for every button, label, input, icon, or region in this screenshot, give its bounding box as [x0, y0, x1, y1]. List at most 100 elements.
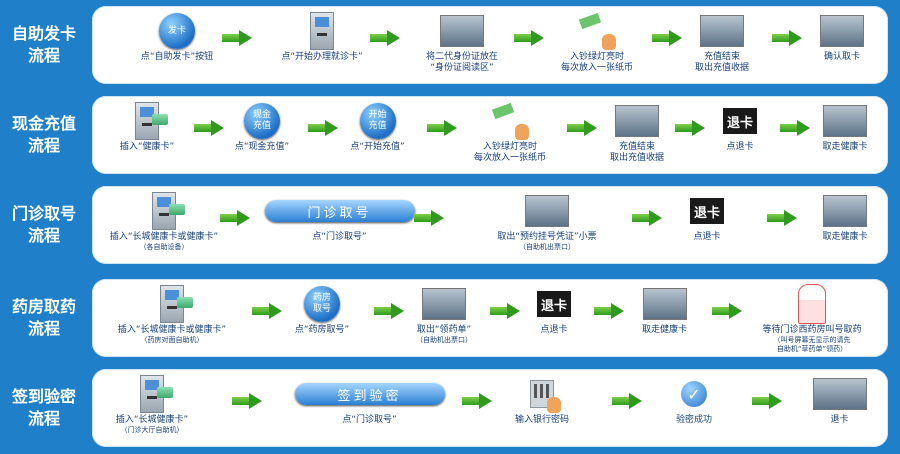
step-caption: 点“药房取号” — [294, 325, 350, 335]
step-caption: 取走健康卡 — [641, 325, 687, 335]
step: 签到验密 点“门诊取号” — [287, 375, 452, 445]
row-outpatient-number: 门诊取号 流程 插入“长城健康卡或健康卡” （各自助设备） 门诊取号 点“门诊取… — [0, 183, 900, 267]
step-caption: 验密成功 — [675, 415, 712, 425]
step-caption: 将二代身份证放在 — [425, 52, 498, 62]
arrow-icon — [222, 30, 252, 46]
health-card-icon — [157, 387, 173, 398]
step: 入钞绿灯亮时 每次放入一张纸币 — [547, 12, 647, 82]
receipt-photo — [700, 15, 744, 47]
step: 开始 充值 点“开始充值” — [340, 102, 415, 172]
step-caption-2: 取出充值收据 — [609, 153, 664, 163]
arrow-icon — [462, 393, 492, 409]
step: 充值结束 取出充值收据 — [597, 102, 677, 172]
start-recharge-button: 开始 充值 — [359, 103, 396, 139]
checkin-verify-button: 签到验密 — [294, 383, 445, 405]
step-caption: 点“自助发卡”按钮 — [140, 52, 214, 62]
step: 取走健康卡 — [810, 192, 880, 262]
step: 充值结束 取出充值收据 — [682, 12, 762, 82]
step: 药房 取号 点“药房取号” — [287, 285, 357, 355]
arrow-icon — [514, 30, 544, 46]
step: 将二代身份证放在 “身份证阅读区” — [402, 12, 522, 82]
arrow-icon — [427, 120, 457, 136]
check-icon: ✓ — [681, 381, 707, 407]
step-caption: 点“开始充值” — [350, 142, 405, 152]
take-card-photo — [642, 288, 687, 320]
step-note: （门诊大厅自助机） — [120, 426, 184, 434]
id-reader-photo — [440, 15, 484, 47]
step-caption-2: “身份证阅读区” — [430, 63, 494, 73]
cash-recharge-button: 现金 充值 — [244, 103, 280, 139]
row-title: 现金充值 流程 — [11, 114, 76, 155]
arrow-icon — [652, 30, 682, 46]
step-caption: 退卡 — [830, 415, 849, 425]
issue-card-button: 发卡 — [159, 13, 195, 49]
step-caption: 入钞绿灯亮时 — [569, 52, 624, 62]
eject-card-button: 退卡 — [723, 108, 757, 134]
arrow-icon — [752, 393, 782, 409]
step-caption: 取走健康卡 — [822, 232, 868, 242]
receipt-photo — [615, 105, 659, 137]
hand-icon — [547, 397, 561, 413]
arrow-icon — [308, 120, 338, 136]
banknote-icon — [578, 12, 602, 30]
step-caption: 入钞绿灯亮时 — [482, 142, 537, 152]
step: 插入“长城健康卡” （门诊大厅自助机） — [97, 375, 207, 445]
step-caption: 点退卡 — [726, 142, 754, 152]
row-card-issue: 自助发卡 流程 发卡 点“自助发卡”按钮 点“开始办理就诊卡” 将二代身份证放在… — [0, 3, 900, 87]
nurse-icon — [798, 284, 826, 324]
hand-icon — [602, 34, 616, 50]
step-caption-2: 取出充值收据 — [694, 63, 749, 73]
step: ✓ 验密成功 — [664, 375, 724, 445]
step-caption: 等待门诊西药房叫号取药 — [762, 325, 862, 335]
step: 退卡 — [807, 375, 872, 445]
health-card-icon — [177, 297, 193, 308]
step: 退卡 点退卡 — [710, 102, 770, 172]
step: 发卡 点“自助发卡”按钮 — [122, 12, 232, 82]
ticket-photo — [422, 288, 466, 320]
arrow-icon — [632, 210, 662, 226]
ticket-photo — [525, 195, 569, 227]
row-title: 签到验密 流程 — [11, 387, 76, 428]
row-title: 药房取药 流程 — [11, 297, 76, 338]
step: 插入“健康卡” — [112, 102, 182, 172]
arrow-icon — [252, 303, 282, 319]
flow-panel: 插入“长城健康卡或健康卡” （各自助设备） 门诊取号 点“门诊取号” 取出“预约… — [92, 186, 888, 264]
step: 取出“预约挂号凭证”小票 （自助机出票口） — [457, 192, 637, 262]
arrow-icon — [370, 30, 400, 46]
flow-panel: 插入“长城健康卡或健康卡” （药房对面自助机） 药房 取号 点“药房取号” 取出… — [92, 279, 888, 357]
arrow-icon — [594, 303, 624, 319]
step: 退卡 点退卡 — [524, 285, 584, 355]
step-caption-2: 每次放入一张纸币 — [473, 153, 546, 163]
step-caption-2: 每次放入一张纸币 — [560, 63, 633, 73]
row-cash-recharge: 现金充值 流程 插入“健康卡” 现金 充值 点“现金充值” 开始 充值 点“开始… — [0, 93, 900, 177]
row-title: 自助发卡 流程 — [11, 24, 76, 65]
step-caption: 充值结束 — [618, 142, 655, 152]
arrow-icon — [767, 210, 797, 226]
step-caption: 插入“长城健康卡或健康卡” — [117, 325, 227, 335]
arrow-icon — [374, 303, 404, 319]
step: 取走健康卡 — [810, 102, 880, 172]
row-checkin-verify: 签到验密 流程 插入“长城健康卡” （门诊大厅自助机） 签到验密 点“门诊取号”… — [0, 366, 900, 450]
arrow-icon — [567, 120, 597, 136]
step-caption: 点“现金充值” — [234, 142, 290, 152]
step-note: （叫号屏幕无显示的请先 — [773, 336, 851, 344]
health-card-icon — [152, 114, 168, 125]
step-note: （药房对面自助机） — [140, 336, 204, 344]
step-note: （各自助设备） — [139, 243, 189, 251]
step-caption: 点“门诊取号” — [342, 415, 397, 425]
step-caption: 确认取卡 — [823, 52, 860, 62]
row-pharmacy: 药房取药 流程 插入“长城健康卡或健康卡” （药房对面自助机） 药房 取号 点“… — [0, 276, 900, 360]
step-caption: 插入“长城健康卡” — [115, 415, 189, 425]
step: 插入“长城健康卡或健康卡” （药房对面自助机） — [102, 285, 242, 355]
arrow-icon — [612, 393, 642, 409]
step: 输入银行密码 — [502, 375, 582, 445]
arrow-icon — [414, 210, 444, 226]
take-card-photo — [820, 15, 864, 47]
flow-panel: 插入“健康卡” 现金 充值 点“现金充值” 开始 充值 点“开始充值” 入钞绿灯… — [92, 96, 888, 174]
step-caption: 点退卡 — [693, 232, 721, 242]
step: 门诊取号 点“门诊取号” — [257, 192, 422, 262]
step-caption: 取走健康卡 — [822, 142, 868, 152]
arrow-icon — [220, 210, 250, 226]
step: 入钞绿灯亮时 每次放入一张纸币 — [460, 102, 560, 172]
arrow-icon — [194, 120, 224, 136]
